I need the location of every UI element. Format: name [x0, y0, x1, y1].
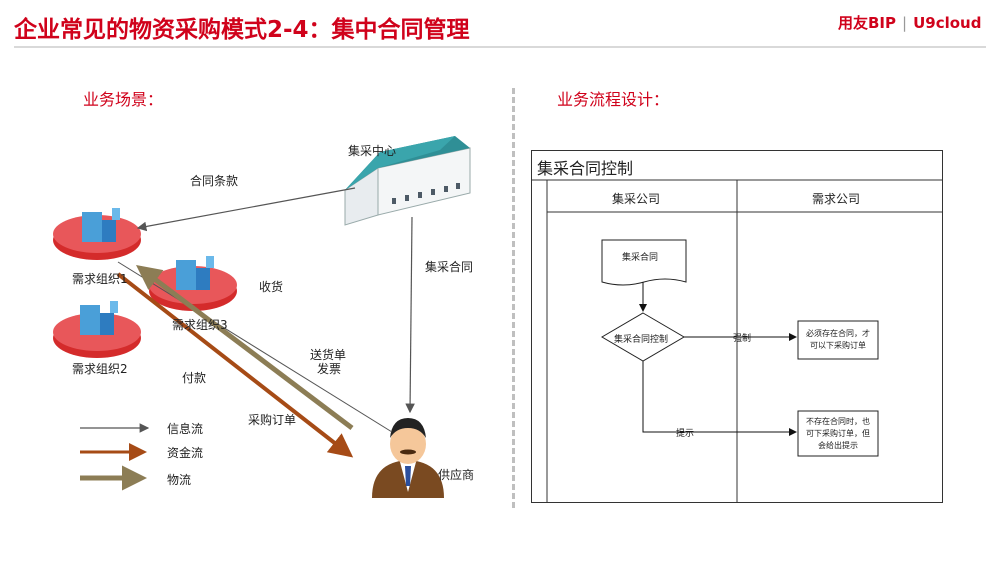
central-contract-label: 集采合同: [425, 260, 474, 274]
process-section-title: 业务流程设计：: [557, 90, 670, 109]
purchase-order-arrow: [116, 272, 354, 458]
legend-fund-label: 资金流: [167, 446, 204, 460]
no-contract-line-2: 可下采购订单，但: [806, 429, 870, 438]
purchase-order-label: 采购订单: [248, 413, 297, 427]
warehouse-icon: [344, 136, 471, 226]
must-have-contract-line-1: 必须存在合同，才: [806, 329, 870, 338]
must-have-contract-text: 必须存在合同，才 可以下采购订单: [798, 328, 878, 352]
no-contract-line-3: 会给出提示: [818, 441, 858, 450]
supplier-person-icon: [372, 418, 444, 498]
must-have-contract-box: [797, 320, 879, 360]
logo-secondary: U9cloud: [913, 14, 982, 32]
no-contract-warning-text: 不存在合同时，也 可下采购订单，但 会给出提示: [798, 416, 878, 452]
lane-header-demand: 需求公司: [812, 192, 861, 206]
page-title: 企业常见的物资采购模式2-4：集中合同管理: [14, 17, 470, 43]
org-disc-1: [53, 208, 141, 260]
section-divider: [512, 88, 515, 508]
scenario-section-title: 业务场景：: [83, 90, 164, 109]
delivery-arrow: [136, 264, 354, 430]
delivery-note-label: 送货单: [310, 348, 347, 362]
legend-logistics-label: 物流: [167, 473, 192, 487]
no-contract-line-1: 不存在合同时，也: [806, 417, 870, 426]
invoice-label: 发票: [317, 362, 342, 376]
org-disc-3: [149, 256, 237, 311]
legend-info-label: 信息流: [167, 422, 204, 436]
logo-separator: |: [902, 14, 908, 32]
logo-primary: 用友BIP: [838, 14, 897, 32]
decision-node-label: 集采合同控制: [614, 335, 669, 345]
contract-terms-arrow: [136, 187, 356, 232]
org-label-3: 需求组织3: [172, 318, 228, 332]
org-disc-2: [53, 301, 141, 358]
supplier-label: 供应商: [438, 468, 475, 482]
contract-terms-label: 合同条款: [190, 174, 239, 188]
org-label-2: 需求组织2: [72, 362, 128, 376]
no-contract-warning-box: [797, 410, 879, 457]
force-edge-label: 强制: [733, 334, 752, 344]
receiving-label: 收货: [259, 280, 284, 294]
hub-label: 集采中心: [348, 144, 397, 158]
info-flow-line: [117, 261, 393, 433]
hint-arrow: [642, 361, 797, 436]
doc-node-label: 集采合同: [622, 253, 659, 263]
hint-edge-label: 提示: [676, 429, 695, 439]
lane-header-central: 集采公司: [612, 192, 661, 206]
central-contract-arrow: [405, 216, 415, 414]
contract-document-node: [601, 239, 687, 286]
must-have-contract-line-2: 可以下采购订单: [810, 341, 866, 350]
swimlane-title: 集采合同控制: [537, 159, 634, 178]
brand-logo: 用友BIP | U9cloud: [838, 12, 981, 33]
org-label-1: 需求组织1: [72, 272, 128, 286]
payment-label: 付款: [182, 371, 207, 385]
title-rule: [14, 46, 986, 48]
